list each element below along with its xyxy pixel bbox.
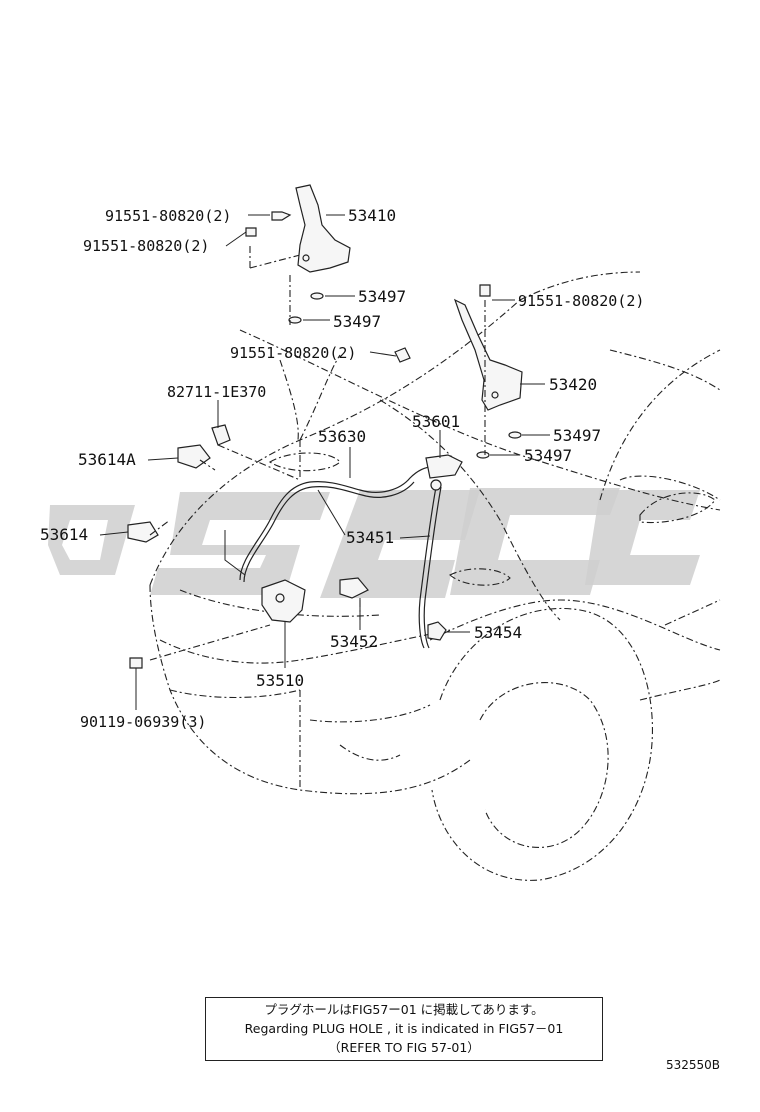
label-53614[interactable]: 53614 xyxy=(40,525,88,544)
hinge-right-53420 xyxy=(453,298,523,411)
label-53630[interactable]: 53630 xyxy=(318,427,366,446)
label-53614a[interactable]: 53614A xyxy=(78,450,136,469)
reference-note-box: プラグホールはFIG57ー01 に掲載してあります。 Regarding PLU… xyxy=(205,997,603,1061)
label-53452[interactable]: 53452 xyxy=(330,632,378,651)
label-53497-b[interactable]: 53497 xyxy=(333,312,381,331)
part-labels: 53410 91551-80820(2) 91551-80820(2) 5349… xyxy=(40,206,644,731)
watermark xyxy=(48,488,700,598)
car-outline xyxy=(149,254,721,881)
label-91551-hinge-l1[interactable]: 91551-80820(2) xyxy=(105,207,231,225)
bolt-parts xyxy=(129,211,491,669)
label-53497-c[interactable]: 53497 xyxy=(553,426,601,445)
label-91551-hinge-l2[interactable]: 91551-80820(2) xyxy=(83,237,209,255)
label-53420[interactable]: 53420 xyxy=(549,375,597,394)
note-line-english: Regarding PLUG HOLE , it is indicated in… xyxy=(244,1021,564,1036)
washers xyxy=(288,292,522,459)
label-53601[interactable]: 53601 xyxy=(412,412,460,431)
label-53497-d[interactable]: 53497 xyxy=(524,446,572,465)
label-90119[interactable]: 90119-06939(3) xyxy=(80,713,206,731)
label-53451[interactable]: 53451 xyxy=(346,528,394,547)
clips-and-holders xyxy=(127,424,463,641)
alignment-lines xyxy=(149,245,486,661)
label-91551-mid[interactable]: 91551-80820(2) xyxy=(230,344,356,362)
label-53454[interactable]: 53454 xyxy=(474,623,522,642)
hinge-left-53410 xyxy=(295,184,351,273)
label-53510[interactable]: 53510 xyxy=(256,671,304,690)
note-line-refer: （REFER TO FIG 57-01） xyxy=(328,1040,480,1055)
label-53410[interactable]: 53410 xyxy=(348,206,396,225)
label-91551-hinge-r[interactable]: 91551-80820(2) xyxy=(518,292,644,310)
note-line-japanese: プラグホールはFIG57ー01 に掲載してあります。 xyxy=(264,1002,544,1017)
label-82711[interactable]: 82711-1E370 xyxy=(167,383,266,401)
leader-lines xyxy=(99,214,550,710)
label-53497-a[interactable]: 53497 xyxy=(358,287,406,306)
figure-code: 532550B xyxy=(666,1058,721,1072)
hood-lock-53510 xyxy=(261,579,306,623)
hood-release-cable xyxy=(224,466,442,649)
